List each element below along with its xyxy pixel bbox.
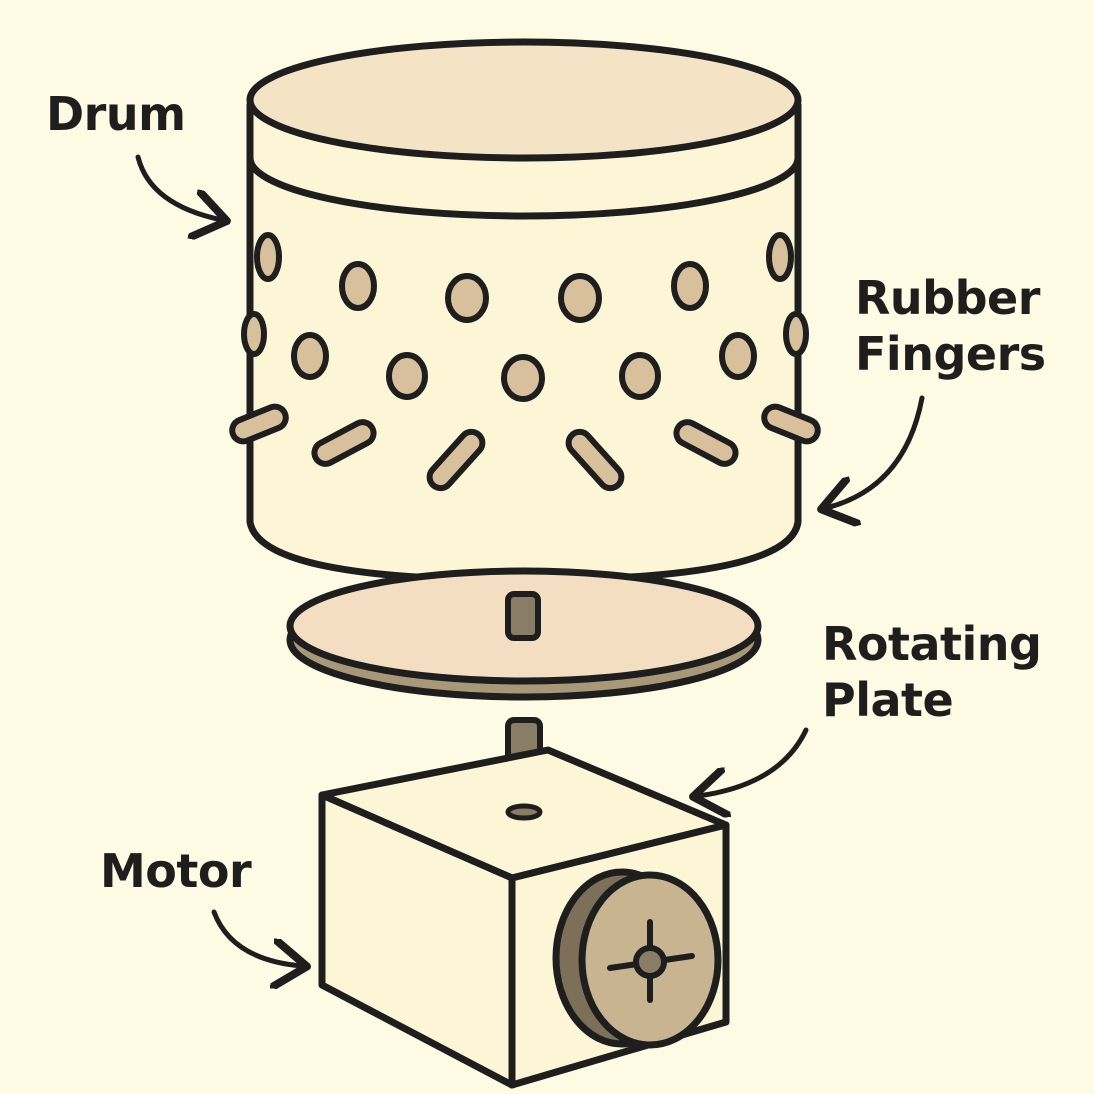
arrow-motor: [211, 909, 302, 966]
label-rotating-plate-line1: Rotating: [822, 617, 1042, 671]
rubber-finger: [619, 352, 661, 400]
arrow-drum: [135, 154, 222, 220]
rubber-finger: [254, 232, 282, 282]
shaft-upper: [505, 591, 541, 641]
label-motor-text: Motor: [100, 844, 252, 898]
rubber-finger: [311, 419, 377, 467]
rubber-finger: [565, 428, 625, 492]
label-rotating-plate-line2: Plate: [822, 673, 954, 727]
label-rubber-fingers-line1: Rubber: [855, 271, 1040, 325]
rubber-finger: [671, 261, 709, 311]
rubber-finger: [229, 403, 289, 445]
rubber-finger: [426, 428, 486, 492]
rubber-finger: [386, 352, 428, 400]
arrow-rotating-plate: [698, 727, 809, 796]
fan-hub: [633, 945, 667, 979]
arrow-rubber-fingers: [826, 395, 925, 508]
label-drum-text: Drum: [46, 87, 186, 141]
rubber-finger: [339, 261, 377, 311]
rubber-fingers: [229, 232, 821, 492]
rubber-finger: [766, 232, 794, 282]
drum: [246, 38, 802, 584]
label-motor: Motor: [100, 843, 252, 899]
label-rubber-fingers-line2: Fingers: [855, 327, 1046, 381]
rubber-finger: [761, 403, 821, 445]
rubber-finger: [673, 419, 739, 467]
rubber-finger: [241, 311, 267, 357]
rubber-finger: [719, 332, 757, 380]
shaft-base: [505, 803, 543, 821]
label-drum: Drum: [46, 86, 186, 142]
rubber-finger: [501, 354, 545, 402]
label-rubber-fingers: Rubber Fingers: [855, 270, 1046, 382]
drum-top: [246, 38, 802, 162]
rubber-finger: [558, 273, 602, 323]
label-rotating-plate: Rotating Plate: [822, 616, 1042, 728]
rubber-finger: [291, 332, 329, 380]
rubber-finger: [445, 273, 489, 323]
callout-arrows: [135, 154, 925, 966]
motor-fan: [552, 868, 722, 1049]
rubber-finger: [783, 311, 809, 357]
